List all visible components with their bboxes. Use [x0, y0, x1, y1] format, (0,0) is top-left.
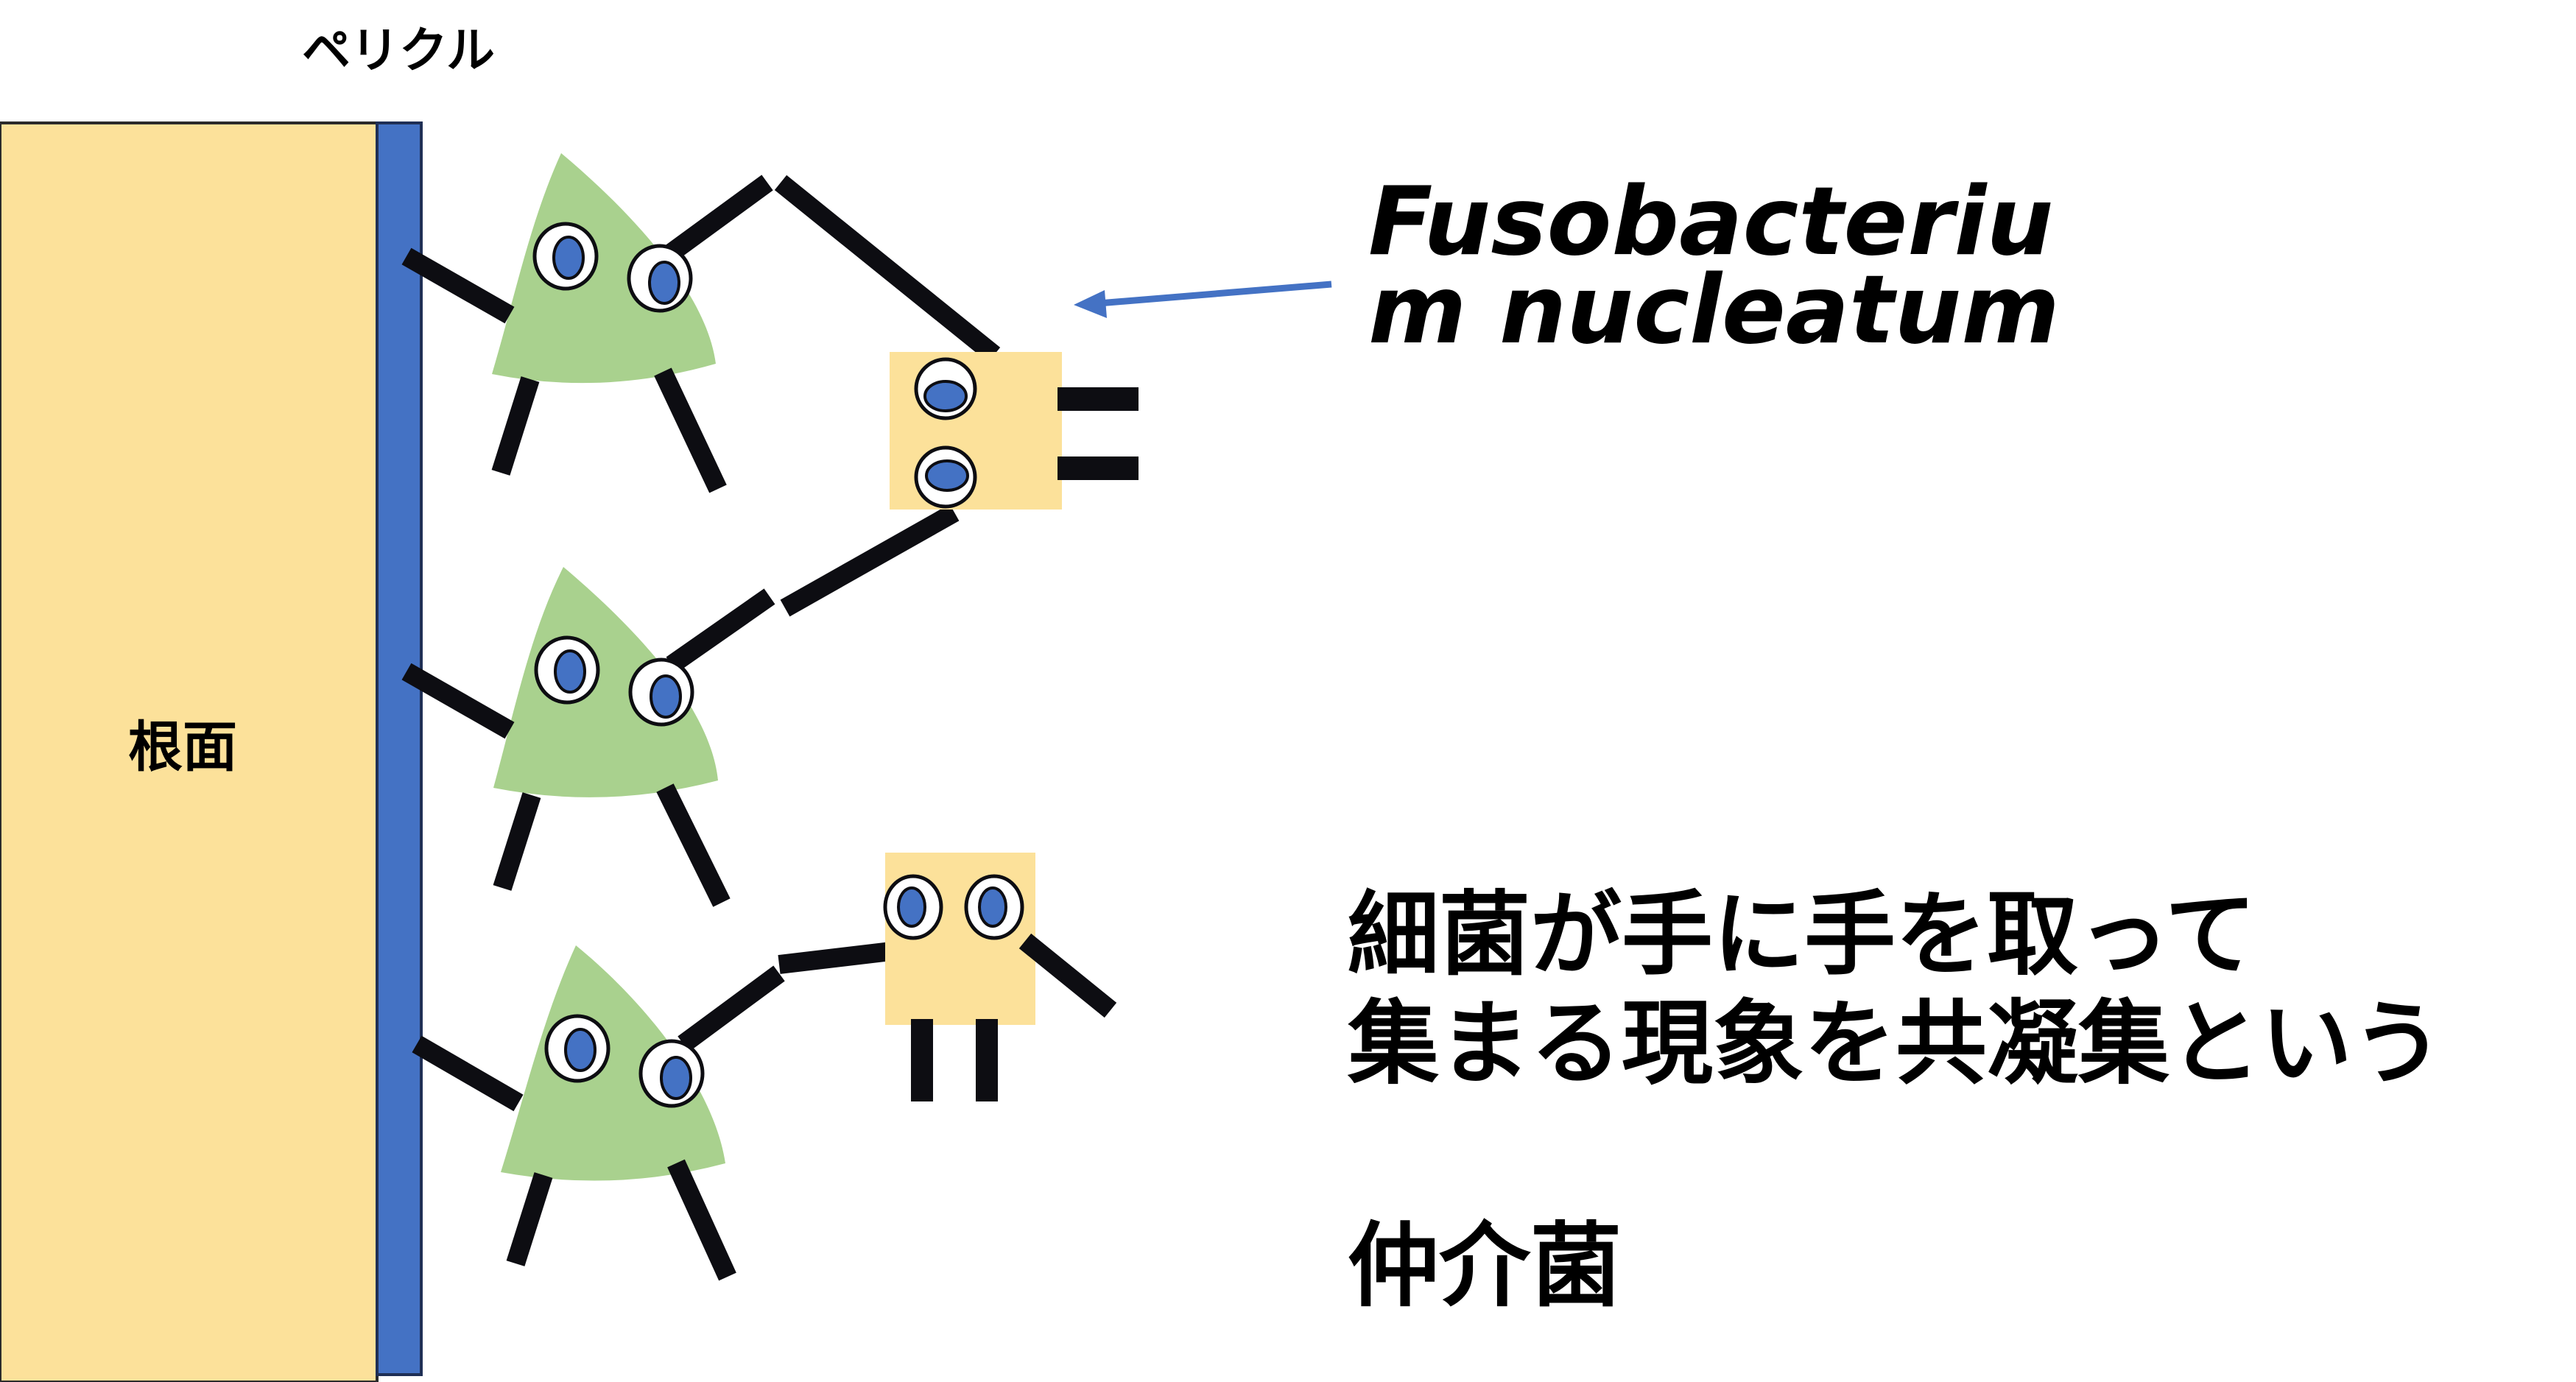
triangle-bacterium-body — [493, 567, 718, 797]
square-bacterium-bottom — [883, 853, 1117, 1101]
bacterium-left-arm — [401, 663, 515, 739]
triangle-bacterium-middle — [401, 504, 960, 907]
bacterium-right-arm-upper — [666, 588, 775, 673]
bacterium-left-arm — [401, 247, 515, 324]
eye-right — [628, 657, 694, 727]
bacterium-left-leg — [506, 1172, 553, 1266]
eye-upper — [914, 357, 977, 420]
bacterium-left-leg — [493, 792, 541, 891]
bacterium-right-arm-upper — [678, 965, 785, 1052]
bacterium-right-arm — [1018, 933, 1117, 1018]
eye-left — [883, 874, 943, 940]
eye-left — [532, 222, 599, 291]
triangle-bacterium-bottom — [412, 942, 893, 1281]
pellicle-label: ペリクル — [302, 22, 496, 79]
arrow-shaft — [1098, 281, 1332, 307]
statement-line1: 細菌が手に手を取って — [1348, 882, 2256, 988]
bacterium-right-leg — [654, 367, 727, 493]
eye-right — [964, 874, 1024, 940]
species-name-line2: m nucleatum — [1368, 255, 2060, 365]
root-surface — [0, 121, 379, 1382]
square-bacterium-body — [890, 352, 1062, 510]
eye-left — [544, 1014, 610, 1083]
bacterium-left-arm — [412, 1035, 524, 1112]
arrow-head — [1074, 290, 1107, 318]
species-name-line1: Fusobacteriu — [1368, 167, 2054, 277]
bacterium-right-arm-lower — [774, 174, 1001, 363]
root-surface-label: 根面 — [128, 716, 237, 779]
eye-right — [638, 1039, 705, 1108]
bacterium-right-arm-upper — [666, 174, 773, 261]
eye-lower — [914, 445, 977, 509]
bacterium-right-arm-lower — [780, 504, 960, 617]
bacterium-right-leg — [667, 1159, 736, 1281]
triangle-bacterium-body — [492, 153, 716, 384]
bacterium-left-leg — [491, 376, 540, 476]
species-name-label: Fusobacteriu m nucleatum — [1368, 167, 2060, 365]
bridging-bacteria-label: 仲介菌 — [1348, 1213, 1622, 1319]
eye-right — [627, 244, 693, 313]
pointer-arrow — [1074, 281, 1332, 318]
triangle-bacterium-top — [401, 153, 1001, 493]
square-bacterium-top — [890, 352, 1139, 510]
triangle-bacterium-body — [501, 945, 725, 1181]
statement-line2: 集まる現象を共凝集という — [1348, 991, 2444, 1097]
bacterium-right-leg — [656, 783, 731, 907]
bacterium-right-arm-lower — [778, 942, 893, 974]
coaggregation-statement: 細菌が手に手を取って 集まる現象を共凝集という — [1348, 881, 2443, 1099]
eye-left — [534, 635, 600, 705]
pellicle-layer — [376, 121, 423, 1376]
